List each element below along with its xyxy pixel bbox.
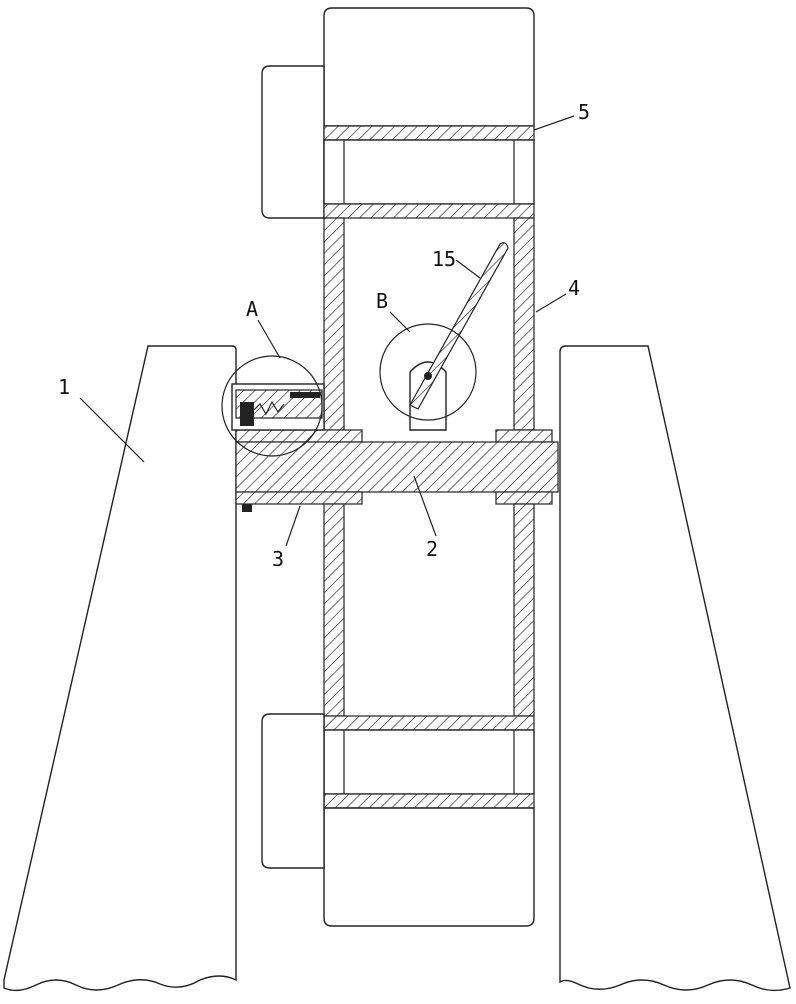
label-frame: 1 (58, 375, 70, 399)
main-shaft (236, 442, 558, 492)
leader-5 (534, 116, 574, 130)
label-rod: 15 (432, 247, 456, 271)
bottom-frame-body (324, 730, 534, 794)
bearing-plate-top-left (236, 430, 362, 442)
left-frame (4, 346, 236, 990)
cross-plate-bottom-1 (324, 716, 534, 730)
detail-a-piston (290, 392, 320, 398)
label-side-plate: 4 (568, 276, 580, 300)
bearing-plate-top-right (496, 430, 552, 442)
label-bearing-plate: 3 (272, 547, 284, 571)
side-plate-left-lower (324, 504, 344, 716)
bearing-plate-bottom-left (236, 492, 362, 504)
leader-4 (536, 294, 566, 312)
bottom-side-block (262, 714, 324, 868)
leader-b (390, 312, 410, 332)
bottom-housing (324, 808, 534, 926)
rod (410, 243, 508, 409)
label-shaft: 2 (426, 537, 438, 561)
cross-plate-top-2 (324, 204, 534, 218)
side-plate-left-upper (324, 218, 344, 430)
top-side-block (262, 66, 324, 218)
side-plate-right-upper (514, 218, 534, 430)
label-detail-a: A (246, 297, 258, 321)
leader-15 (456, 260, 480, 278)
bearing-plate-bottom-right (496, 492, 552, 504)
detail-a-block (240, 402, 254, 426)
cross-plate-top-1 (324, 126, 534, 140)
small-fastener (242, 504, 252, 512)
top-housing (324, 8, 534, 126)
top-frame-body (324, 140, 534, 204)
right-frame (560, 346, 790, 990)
cross-plate-bottom-2 (324, 794, 534, 808)
leader-a (258, 320, 280, 358)
label-cross-plate: 5 (578, 100, 590, 124)
side-plate-right-lower (514, 504, 534, 716)
pivot-pin (424, 372, 432, 380)
label-detail-b: B (376, 289, 388, 313)
leader-3 (286, 506, 300, 546)
